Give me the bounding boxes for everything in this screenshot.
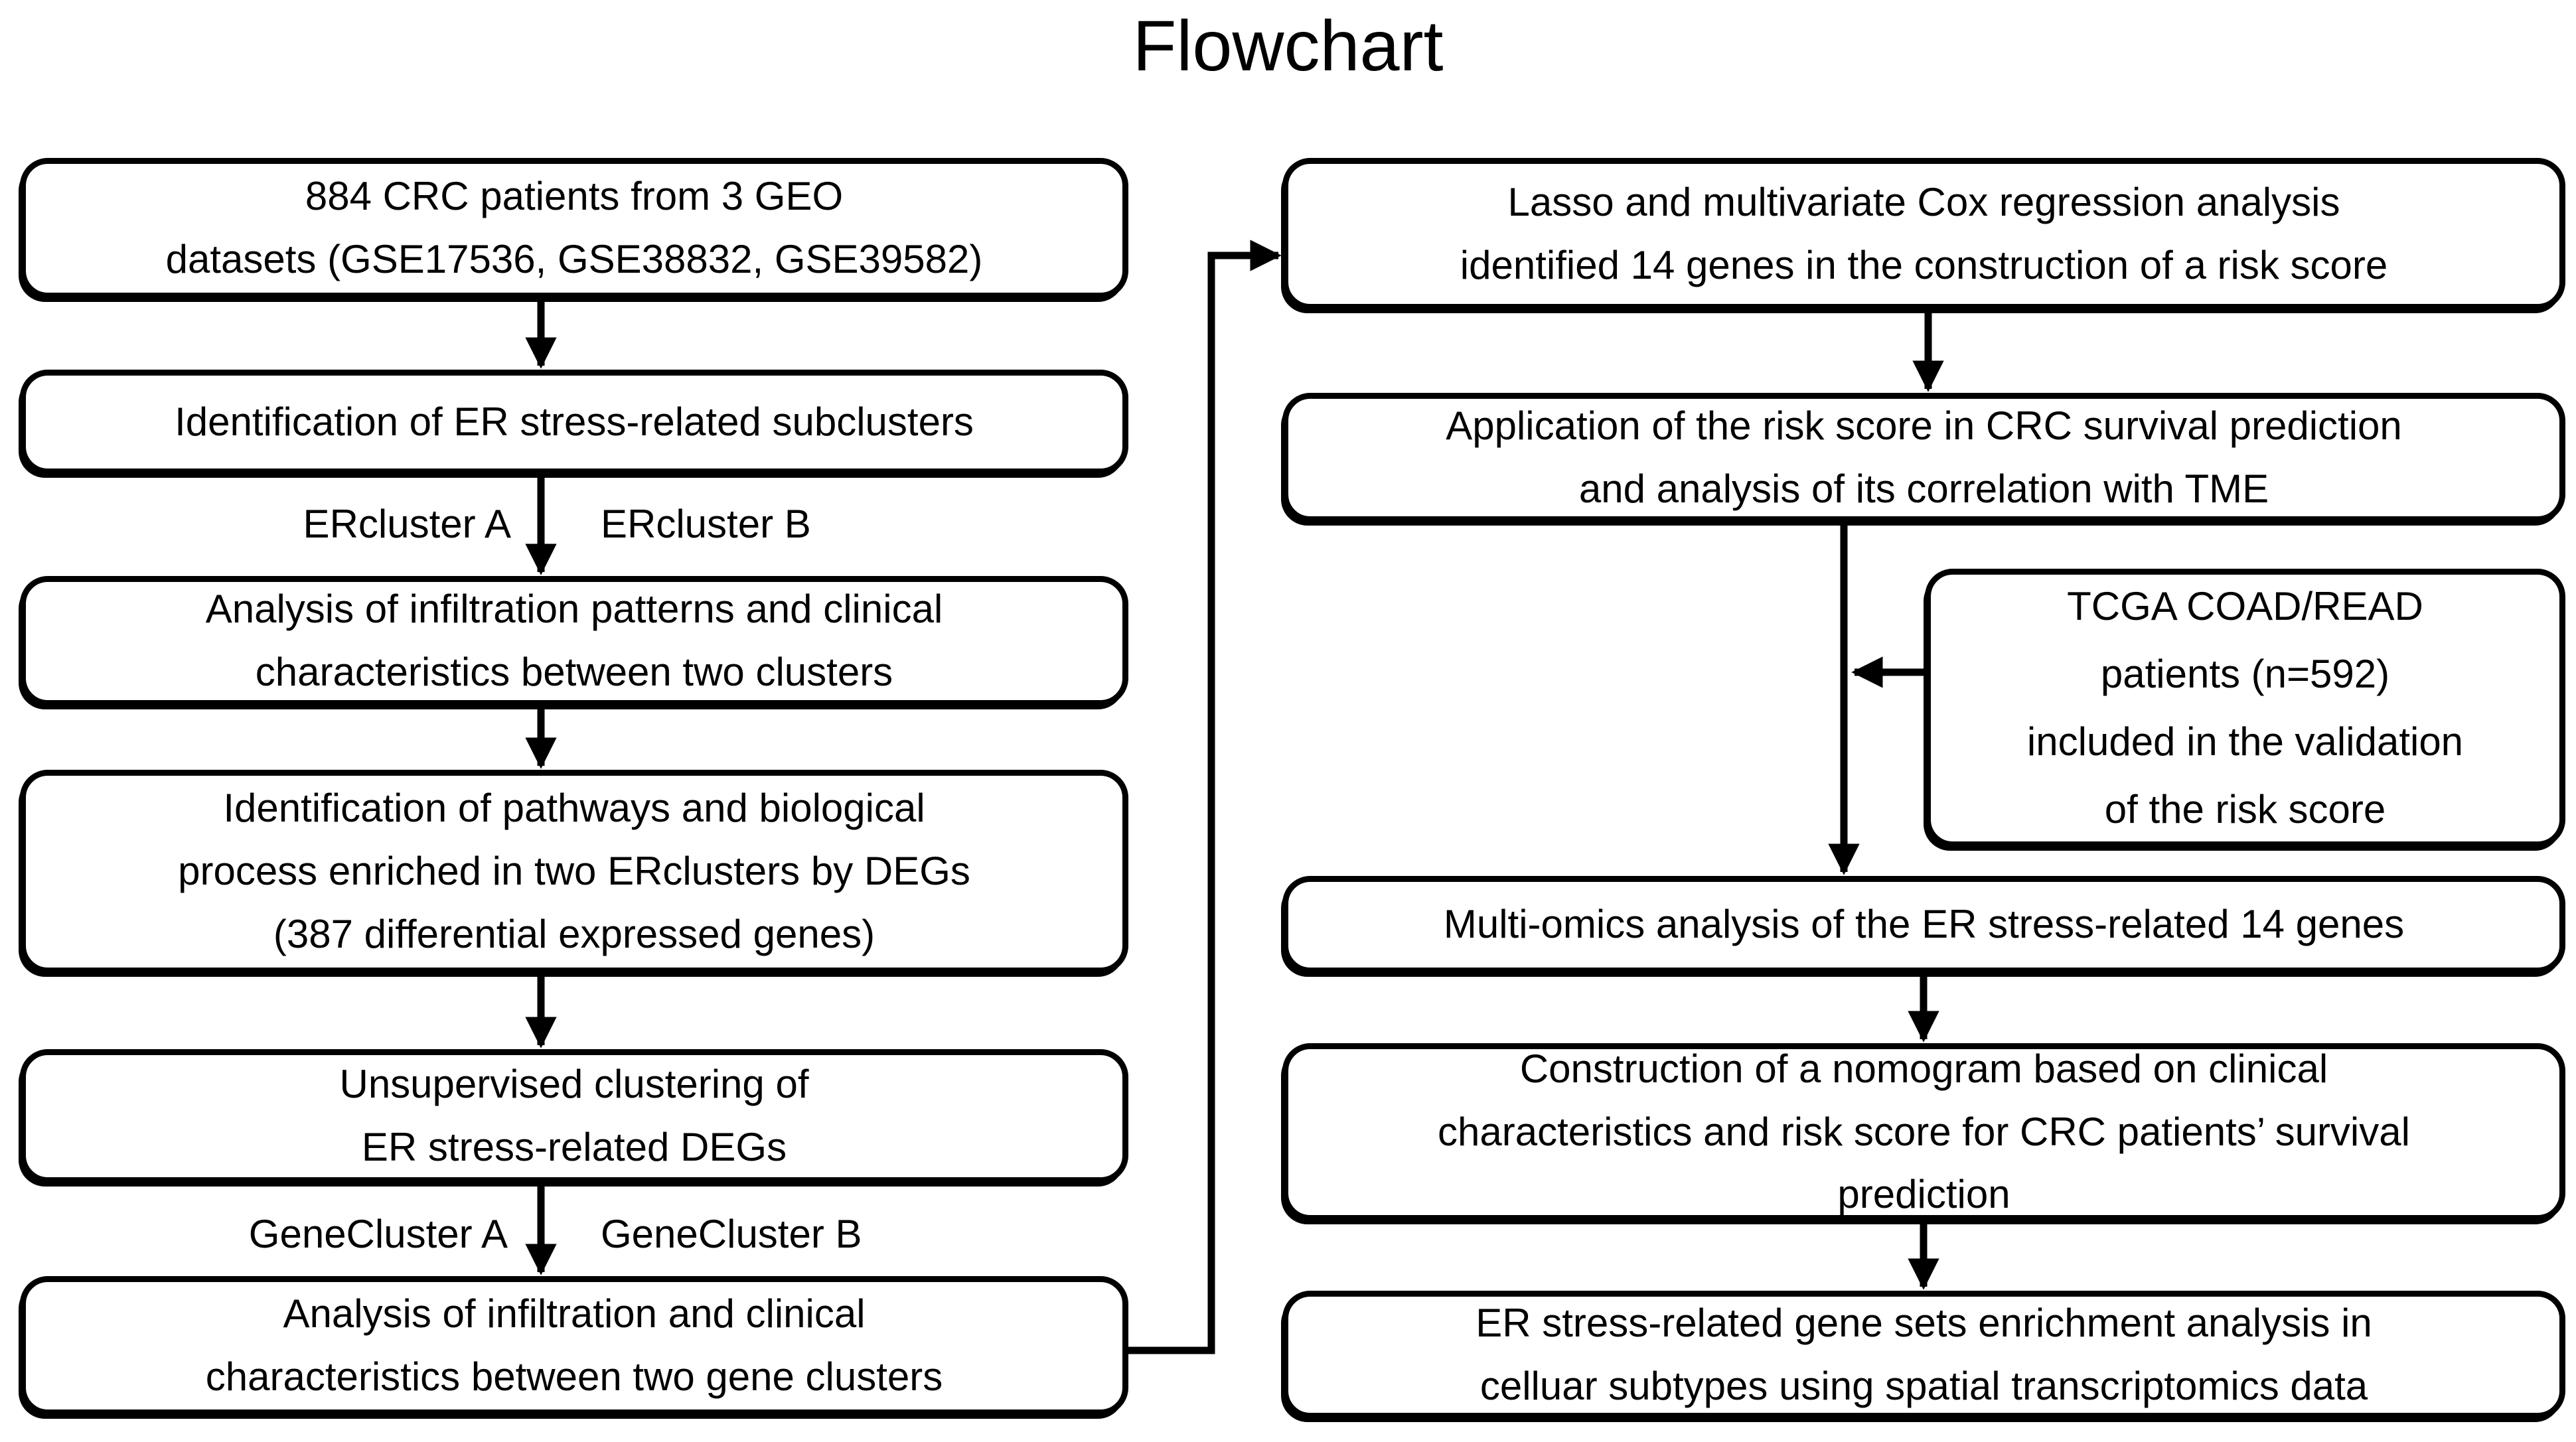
diagram-title: Flowchart (1132, 5, 1444, 86)
node-tcga-validation-text: TCGA COAD/READ patients (n=592) included… (2026, 584, 2464, 831)
node-pathways-degs-text: Identification of pathways and biologica… (178, 786, 970, 956)
node-multi-omics: Multi-omics analysis of the ER stress-re… (1282, 876, 2565, 973)
node-infiltration-clusters: Analysis of infiltration patterns and cl… (20, 576, 1128, 706)
label-ercluster-a: ERcluster A (303, 502, 511, 546)
node-nomogram-text: Construction of a nomogram based on clin… (1438, 1046, 2410, 1217)
node-spatial-enrichment: ER stress-related gene sets enrichment a… (1282, 1291, 2565, 1419)
node-multi-omics-text: Multi-omics analysis of the ER stress-re… (1443, 902, 2405, 947)
arrow-geneclusters-to-lasso-elbow (1126, 240, 1282, 1354)
node-lasso-cox-text: Lasso and multivariate Cox regression an… (1460, 179, 2388, 287)
node-spatial-enrichment-text: ER stress-related gene sets enrichment a… (1476, 1300, 2372, 1408)
node-unsupervised-clustering-text: Unsupervised clustering of ER stress-rel… (339, 1062, 809, 1169)
node-risk-score-application: Application of the risk score in CRC sur… (1282, 393, 2565, 522)
node-infiltration-clusters-text: Analysis of infiltration patterns and cl… (205, 587, 943, 694)
node-geo-datasets-text: 884 CRC patients from 3 GEO datasets (GS… (165, 174, 983, 281)
node-risk-score-application-text: Application of the risk score in CRC sur… (1446, 403, 2402, 511)
label-genecluster-b: GeneCluster B (601, 1212, 862, 1256)
node-er-subclusters: Identification of ER stress-related subc… (20, 370, 1128, 474)
node-tcga-validation: TCGA COAD/READ patients (n=592) included… (1925, 569, 2565, 847)
node-gene-clusters-analysis-text: Analysis of infiltration and clinical ch… (205, 1291, 943, 1399)
node-er-subclusters-text: Identification of ER stress-related subc… (175, 399, 974, 444)
node-pathways-degs: Identification of pathways and biologica… (20, 770, 1128, 973)
label-ercluster-b: ERcluster B (601, 502, 811, 546)
node-gene-clusters-analysis: Analysis of infiltration and clinical ch… (20, 1276, 1128, 1415)
label-genecluster-a: GeneCluster A (248, 1212, 508, 1256)
node-nomogram: Construction of a nomogram based on clin… (1282, 1043, 2565, 1221)
node-unsupervised-clustering: Unsupervised clustering of ER stress-rel… (20, 1049, 1128, 1183)
node-lasso-cox: Lasso and multivariate Cox regression an… (1282, 158, 2565, 310)
node-geo-datasets: 884 CRC patients from 3 GEO datasets (GS… (20, 158, 1128, 299)
